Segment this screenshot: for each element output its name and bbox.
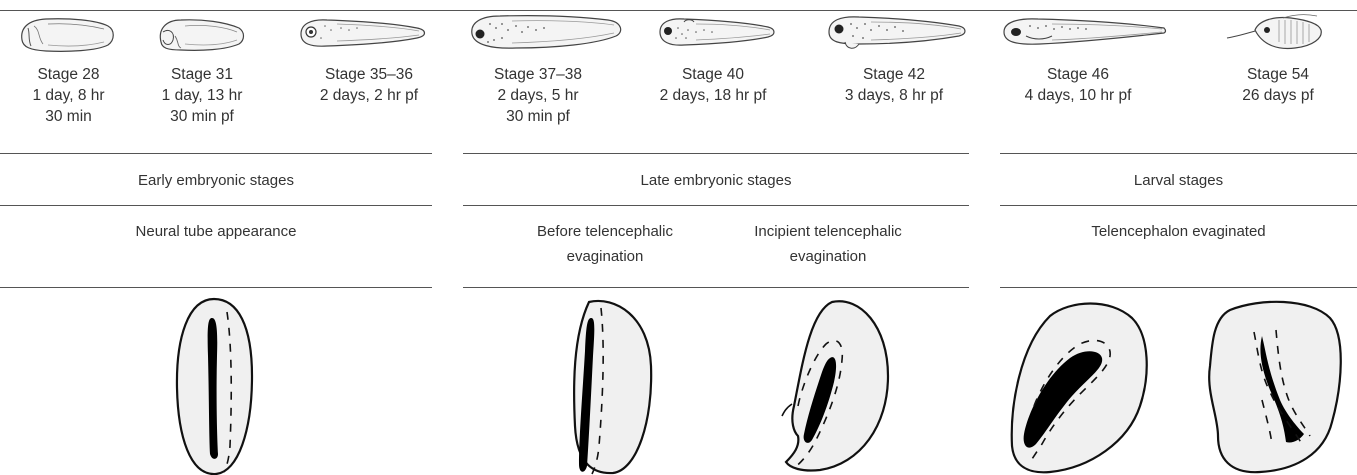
- stage-time-line: 1 day, 8 hr: [10, 85, 127, 106]
- stage-caption: Stage 37–38 2 days, 5 hr 30 min pf: [470, 64, 606, 127]
- description-line: Incipient telencephalic: [718, 219, 938, 244]
- group-rule-late: [463, 153, 969, 154]
- description-before-evagination: Before telencephalic evagination: [505, 219, 705, 269]
- description-line: Telencephalon evaginated: [1000, 219, 1357, 244]
- embryo-stage-37-38-icon: [466, 12, 626, 54]
- group-header-early: Early embryonic stages: [0, 169, 432, 193]
- stage-time-line: 4 days, 10 hr pf: [1000, 85, 1156, 106]
- embryo-stage-40-icon: [656, 16, 776, 48]
- group-header-late: Late embryonic stages: [463, 169, 969, 193]
- stage-time-line: 2 days, 2 hr pf: [296, 85, 442, 106]
- stage-time-line: 30 min pf: [141, 106, 263, 127]
- description-evaginated: Telencephalon evaginated: [1000, 219, 1357, 244]
- stage-title: Stage 54: [1218, 64, 1338, 85]
- group-rule-larval: [1000, 153, 1357, 154]
- stage-caption: Stage 40 2 days, 18 hr pf: [636, 64, 790, 106]
- stage-time-line: 1 day, 13 hr: [141, 85, 263, 106]
- stage-title: Stage 31: [141, 64, 263, 85]
- embryo-stage-28-icon: [18, 14, 116, 54]
- description-incipient-evagination: Incipient telencephalic evagination: [718, 219, 938, 269]
- stage-title: Stage 40: [636, 64, 790, 85]
- description-line: Before telencephalic: [505, 219, 705, 244]
- top-rule: [0, 10, 1357, 11]
- stage-caption: Stage 31 1 day, 13 hr 30 min pf: [141, 64, 263, 127]
- description-neural-tube: Neural tube appearance: [0, 219, 432, 244]
- stage-caption: Stage 46 4 days, 10 hr pf: [1000, 64, 1156, 106]
- stage-time-line: 2 days, 18 hr pf: [636, 85, 790, 106]
- stage-caption: Stage 35–36 2 days, 2 hr pf: [296, 64, 442, 106]
- description-line: evagination: [718, 244, 938, 269]
- neural-tube-section-icon: [172, 296, 256, 475]
- stage-time-line: 26 days pf: [1218, 85, 1338, 106]
- stage-title: Stage 35–36: [296, 64, 442, 85]
- group-header-larval: Larval stages: [1000, 169, 1357, 193]
- section-outline: [786, 301, 888, 470]
- description-line: Neural tube appearance: [0, 219, 432, 244]
- embryo-stage-35-36-icon: [297, 16, 429, 50]
- description-rule-larval: [1000, 287, 1357, 288]
- stage-title: Stage 28: [10, 64, 127, 85]
- stage-caption: Stage 42 3 days, 8 hr pf: [816, 64, 972, 106]
- stage-time-line: 3 days, 8 hr pf: [816, 85, 972, 106]
- evaginated-section-right-icon: [1200, 296, 1346, 475]
- stage-time-line: 30 min: [10, 106, 127, 127]
- evaginated-section-left-icon: [1010, 296, 1150, 475]
- group-rule-early: [0, 153, 432, 154]
- header-rule-larval: [1000, 205, 1357, 206]
- before-evagination-section-icon: [565, 296, 655, 475]
- header-rule-early: [0, 205, 432, 206]
- stage-time-line: 30 min pf: [470, 106, 606, 127]
- stage-time-line: 2 days, 5 hr: [470, 85, 606, 106]
- embryo-stage-31-icon: [155, 14, 247, 54]
- embryo-stage-42-icon: [825, 12, 967, 54]
- incipient-evagination-section-icon: [780, 296, 892, 475]
- stage-caption: Stage 28 1 day, 8 hr 30 min: [10, 64, 127, 127]
- stage-title: Stage 46: [1000, 64, 1156, 85]
- larva-stage-54-icon: [1225, 12, 1325, 52]
- description-rule-late: [463, 287, 969, 288]
- stage-title: Stage 37–38: [470, 64, 606, 85]
- description-line: evagination: [505, 244, 705, 269]
- larva-stage-46-icon: [1000, 14, 1168, 50]
- description-rule-early: [0, 287, 432, 288]
- header-rule-late: [463, 205, 969, 206]
- stage-caption: Stage 54 26 days pf: [1218, 64, 1338, 106]
- stage-title: Stage 42: [816, 64, 972, 85]
